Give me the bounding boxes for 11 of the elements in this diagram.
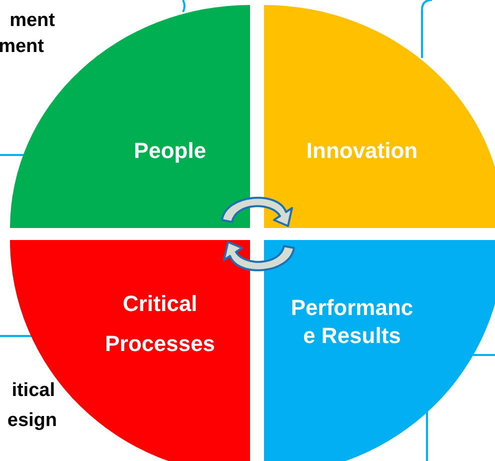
- quadrant-segment: [264, 240, 495, 461]
- partial-text: esign: [7, 410, 57, 432]
- quadrant-segment: [10, 240, 250, 461]
- quadrant-segment: [264, 5, 495, 228]
- partial-text: itical: [12, 380, 55, 402]
- quadrant-label: Innovation: [306, 137, 418, 165]
- partial-text: ment: [10, 10, 55, 32]
- quadrant-label: Critical Processes: [104, 290, 216, 358]
- partial-text: ment: [0, 36, 44, 58]
- quadrant-label: Performanc e Results: [290, 294, 414, 350]
- quadrant-label: People: [134, 137, 206, 165]
